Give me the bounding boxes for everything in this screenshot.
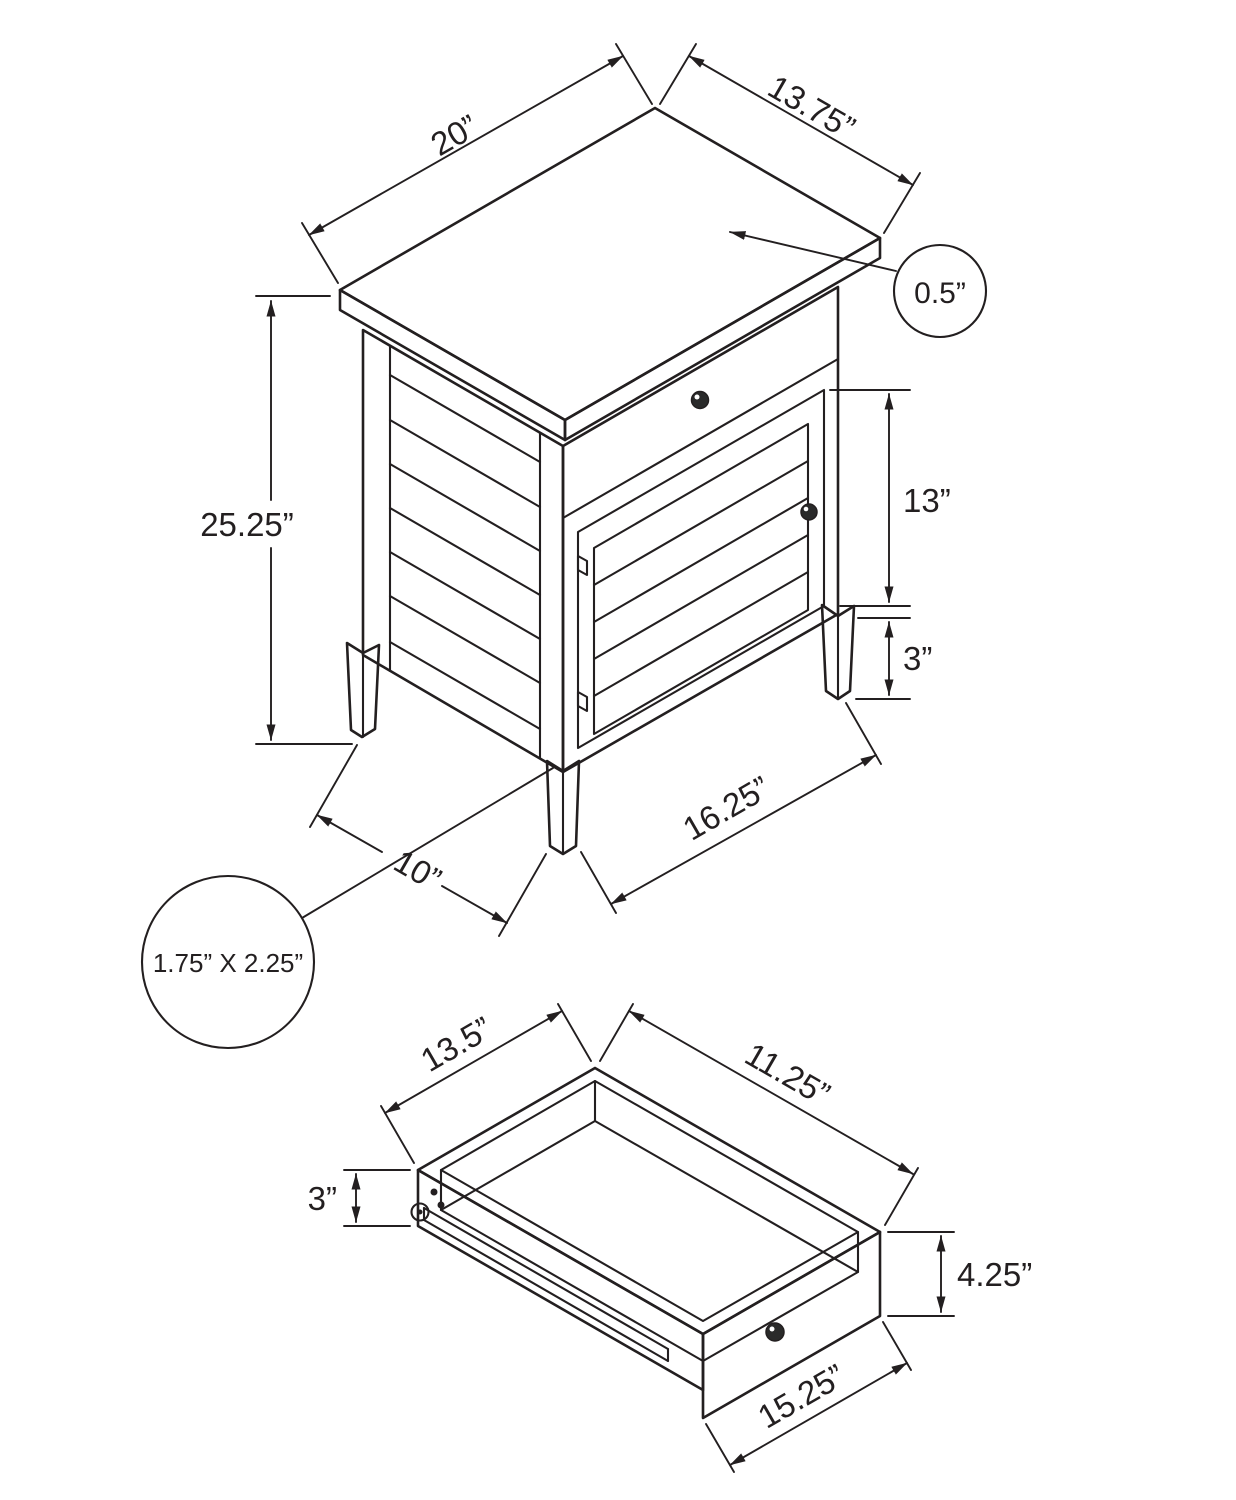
door-hinge-bottom <box>576 690 589 713</box>
table-legs <box>345 603 856 856</box>
extension-line <box>599 1003 634 1062</box>
slide-rail-top-edge <box>422 1206 670 1351</box>
left-panel-slat <box>388 506 542 597</box>
drawer-box <box>410 1066 882 1420</box>
dimension-line <box>316 814 383 853</box>
left-panel-slat <box>388 418 542 509</box>
extension-line <box>615 43 653 105</box>
dimension-line <box>729 1362 908 1466</box>
table-left-panel <box>361 328 565 774</box>
dimension-leg-height: 3” <box>855 617 932 700</box>
drawer-divider-line <box>561 357 840 520</box>
drawer-front-knob <box>765 1322 785 1342</box>
screw-hole <box>430 1188 438 1196</box>
screw-hole <box>437 1201 445 1209</box>
dimension-line <box>628 1010 914 1175</box>
door-slat <box>592 496 810 624</box>
dim-drawer-front-height-label: 4.25” <box>957 1256 1032 1293</box>
extension-line <box>309 744 358 828</box>
door-inner-frame <box>592 422 810 736</box>
drawer-isometric-drawing: 13.5” 11.25” 3” 4.25” 15.25” <box>308 1003 1032 1473</box>
leader-line <box>301 767 554 919</box>
slide-rail-bottom-edge <box>422 1218 670 1363</box>
drawer-inner-rim <box>439 1079 860 1323</box>
dimension-line <box>441 885 508 924</box>
dim-drawer-side-height-label: 3” <box>308 1180 337 1217</box>
dimension-overall-height: 25.25” <box>200 295 353 745</box>
dimension-line <box>384 1010 563 1114</box>
door-slat <box>592 570 810 698</box>
table-top-right-edge <box>563 236 882 442</box>
door-slat <box>592 533 810 661</box>
extension-line <box>557 1003 592 1062</box>
drawer-knob-highlight <box>694 394 700 400</box>
callout-leg-size: 1.75” X 2.25” <box>140 767 554 1050</box>
dim-leg-height-label: 3” <box>903 640 932 677</box>
slide-rail-wheel-hub <box>417 1209 423 1215</box>
door-hinge-top <box>576 554 589 577</box>
extension-line <box>883 172 921 234</box>
extension-line <box>301 222 339 284</box>
extension-line <box>845 702 882 765</box>
leader-line <box>729 231 897 272</box>
door-knob <box>800 503 818 521</box>
dimension-line <box>688 55 914 186</box>
extension-line <box>884 1167 919 1226</box>
dimension-line <box>308 55 624 236</box>
front-face-outline <box>561 285 840 774</box>
callout-circle <box>140 874 316 1050</box>
dim-top-thickness-label: 0.5” <box>914 277 966 310</box>
dimension-line <box>610 754 877 905</box>
callout-circle <box>892 243 988 339</box>
left-panel-slat <box>388 640 542 731</box>
extension-line <box>882 1321 912 1371</box>
door-knob-highlight <box>803 506 809 512</box>
dimension-drawer-side-height: 3” <box>308 1169 411 1227</box>
extension-line <box>705 1423 735 1473</box>
extension-line <box>659 43 697 105</box>
door-slat <box>592 459 810 587</box>
dim-overall-height-label: 25.25” <box>200 506 294 543</box>
extension-line <box>380 1105 415 1164</box>
dim-leg-cross-section-label: 1.75” X 2.25” <box>153 948 303 978</box>
left-panel-slat <box>388 462 542 553</box>
left-panel-slat <box>388 373 542 464</box>
extension-line <box>580 851 617 914</box>
dimension-drawer-front-height: 4.25” <box>887 1231 1032 1317</box>
drawer-knob <box>690 390 710 410</box>
dim-door-height-label: 13” <box>903 482 951 519</box>
dimension-door-height: 13” <box>829 389 951 607</box>
left-panel-slat <box>388 594 542 685</box>
left-panel-slat <box>388 550 542 641</box>
drawer-front-knob-highlight <box>769 1326 775 1332</box>
callout-top-thickness: 0.5” <box>729 231 988 339</box>
slide-rail-wheel <box>410 1202 430 1222</box>
